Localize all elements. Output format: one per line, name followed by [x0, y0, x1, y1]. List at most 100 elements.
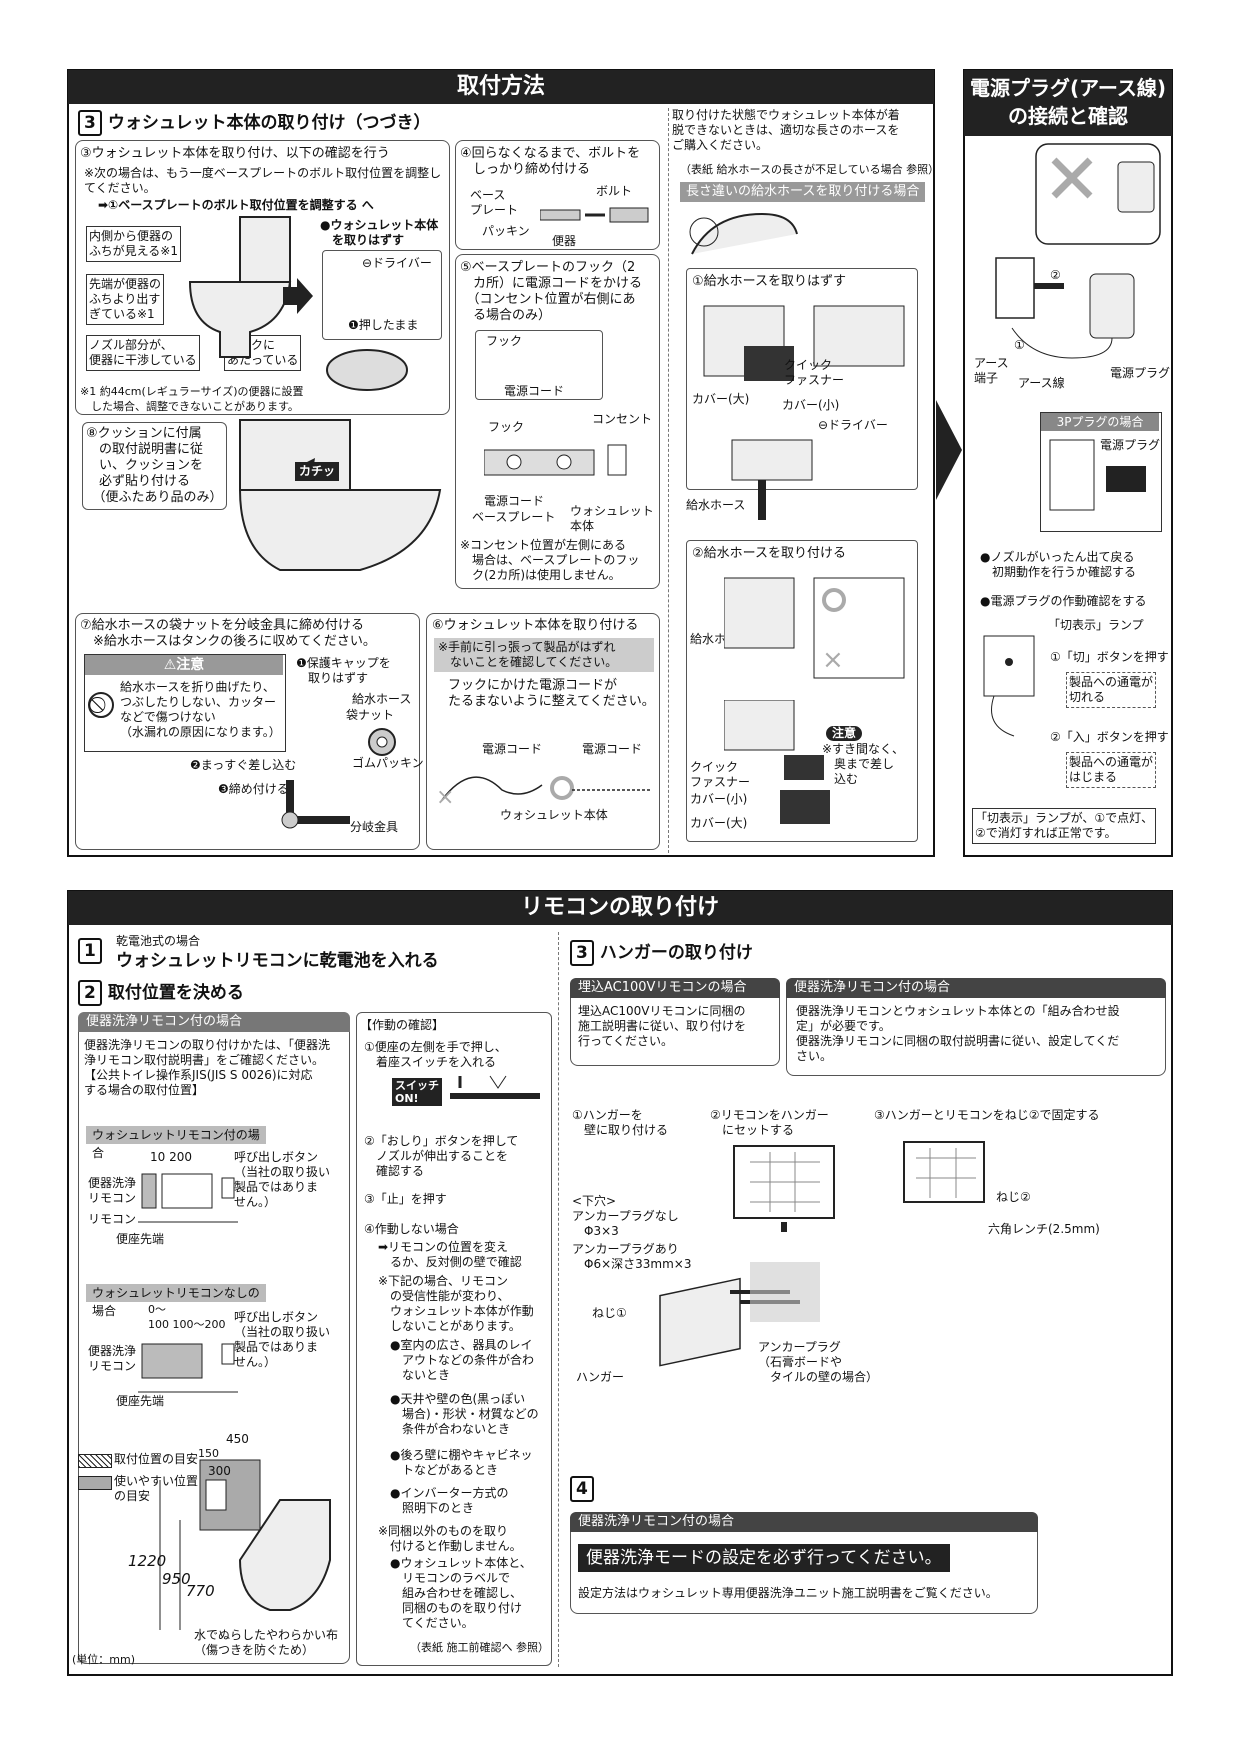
push-label: ❶押したまま [348, 318, 419, 332]
bk-bar: 便器洗浄リモコン付の場合 [786, 978, 1166, 998]
remote-label: リモコン [88, 1212, 137, 1226]
remote-step1: 1 [78, 938, 108, 964]
op-bullet-3: ●後ろ壁に棚やキャビネッ トなどがあるとき [390, 1448, 533, 1477]
fastener-illustration [703, 305, 905, 381]
right-intro: 取り付けた状態でウォシュレット本体が着 脱できないときは、適切な長さのホースを … [672, 108, 900, 152]
check-1: 内側から便器の ふちが見える※1 [86, 226, 181, 262]
legend-gray [78, 1476, 112, 1490]
attach-illustration: × [724, 577, 905, 679]
chevron-right-icon [936, 400, 962, 500]
cover-small-label: カバー(小) [782, 398, 840, 412]
step3-box [75, 140, 450, 415]
check-2: 先端が便器の ふちより出す ぎている※1 [86, 274, 165, 325]
plug3p-box [1040, 412, 1162, 532]
op-note-2: ※同梱以外のものを取り 付けると作動しません。 [378, 1524, 522, 1553]
plug-operation-illustration [983, 635, 1035, 737]
base-label: ベース プレート [470, 188, 519, 217]
base-label-2: ベースプレート [472, 510, 556, 524]
fitting-illustration [281, 780, 350, 829]
cover-large-label: カバー(大) [692, 392, 750, 406]
remove-hose-text: ①給水ホースを取りはずす [692, 274, 847, 289]
step3-note: ※次の場合は、もう一度ベースプレートのボルト取付位置を調整してください。 [84, 166, 442, 195]
remote-step4: 4 [570, 1476, 600, 1502]
toilet-illustration-2 [238, 419, 442, 571]
attach-illustration-2 [724, 700, 824, 780]
dims-2: 0～ 100 100～200 [148, 1303, 226, 1331]
cover-large-label-2: カバー(大) [690, 816, 748, 830]
toilet-height-illustration [159, 1459, 331, 1630]
right-ref: （表紙 給水ホースの長さが不足している場合 参照） [680, 163, 940, 176]
hanger-step-2: ②リモコンをハンガー にセットする [710, 1108, 829, 1137]
op-ref: （表紙 施工前確認へ 参照） [410, 1641, 549, 1654]
step6-body: フックにかけた電源コードが たるまないように整えてください。 [448, 678, 655, 709]
step4-text: ④回らなくなるまで、ボルトを しっかり締め付ける [460, 146, 641, 177]
driver-label: ⊖ドライバー [362, 256, 432, 270]
hook-detail [475, 330, 603, 400]
switch-badge: スイッチ ON! [392, 1078, 442, 1106]
baseplate-illustration [484, 444, 627, 476]
driver-box [322, 250, 442, 340]
plug-label: 電源プラグ [1110, 366, 1171, 380]
cord-label: 電源コード [504, 384, 565, 398]
tighten-label: ❸締め付ける [218, 782, 289, 796]
plug-illustration [1035, 143, 1161, 245]
neji1-label: ねじ① [592, 1306, 627, 1320]
op-1: ①便座の左側を手で押し、 着座スイッチを入れる [364, 1040, 507, 1069]
no-icon: ⃠ [88, 692, 114, 718]
op-3: ③「止」を押す [364, 1192, 447, 1206]
cord-label-2: 電源コード [484, 494, 545, 508]
remote-step1-text: ウォシュレットリモコンに乾電池を入れる [116, 951, 439, 971]
cover-illustration [780, 790, 830, 824]
footnote-1: ※1 約44cm(レギュラーサイズ)の便器に設置 した場合、調整できないことがあ… [80, 385, 304, 413]
step6-text: ⑥ウォシュレット本体を取り付ける [432, 618, 639, 633]
switch-illustration [450, 1075, 540, 1099]
legend-1: 取付位置の目安 [114, 1452, 199, 1466]
hose-label: 給水ホース [352, 692, 412, 706]
remote-set-illustration [733, 1145, 835, 1232]
check-3: ノズル部分が、 便器に干渉している [86, 335, 200, 371]
plug-label-2: 電源プラグ [1100, 438, 1161, 452]
step7-box [75, 613, 420, 850]
gum-illustration [368, 728, 396, 756]
power-title: 電源プラグ(アース線) の接続と確認 [964, 70, 1172, 136]
step5-box [455, 254, 660, 589]
check-nozzle: ●ノズルがいったん出て戻る 初期動作を行うか確認する [980, 550, 1137, 579]
bolt-illustration [540, 207, 649, 223]
toilet-illustration-3 [689, 212, 798, 255]
gum-label: ゴムパッキン [352, 756, 424, 770]
shita-label: <下穴> アンカープラグなし Φ3×3 [572, 1194, 679, 1238]
hose-illustration [731, 439, 813, 520]
shita2-label: アンカープラグあり Φ6×深さ33mm×3 [572, 1242, 692, 1271]
remove-body: ●ウォシュレット本体 を取りはずす [320, 218, 439, 247]
lamp-label: 「切表示」ランプ [1048, 618, 1144, 632]
kachi-label: カチッ [295, 462, 340, 481]
dim-770: 770 [186, 1582, 215, 1600]
op-4: ④作動しない場合 [364, 1222, 459, 1236]
anchor-label: アンカープラグ （石膏ボードや タイルの壁の場合） [758, 1340, 879, 1384]
dim-150: 150 [198, 1447, 219, 1460]
seat-illustration [326, 349, 408, 391]
quick-label-2: クイック ファスナー [690, 760, 751, 789]
cord-label-4: 電源コード [582, 742, 643, 756]
step4-box [455, 140, 660, 250]
s2-text: 便器洗浄リモコンの取り付けかたは、「便器洗 浄リモコン取付説明書」をご確認くださ… [84, 1038, 331, 1097]
step6-note: ※手前に引っ張って製品がはずれ ないことを確認してください。 [434, 638, 654, 672]
step5-text: ⑤ベースプレートのフック（2 カ所）に電源コードをかける （コンセント位置が右側… [460, 260, 643, 323]
final-note: 「切表示」ランプが、①で点灯、 ②で消灯すれば正常です。 [972, 808, 1157, 844]
dim-950: 950 [162, 1570, 191, 1588]
check-plug: ●電源プラグの作動確認をする [980, 594, 1147, 608]
plug3p-header: 3Pプラグの場合 [1041, 413, 1159, 431]
cap-label: ❶保護キャップを 取りはずす [296, 656, 391, 685]
op-bullet-4: ●インバーター方式の 照明下のとき [390, 1486, 509, 1515]
op-note: ※下記の場合、リモコン の受信性能が変わり、 ウォシュレット本体が作動 しないこ… [378, 1274, 534, 1333]
wrench-label: 六角レンチ(2.5mm) [988, 1222, 1100, 1236]
neji2-label: ねじ② [996, 1190, 1031, 1204]
attach-hose-box [686, 540, 918, 842]
washlet-body-label: ウォシュレット 本体 [570, 504, 654, 533]
step6-box [426, 613, 660, 850]
attach-hose-text: ②給水ホースを取り付ける [692, 546, 847, 561]
install-title: 取付方法 [68, 70, 934, 104]
op-bullet-2: ●天井や壁の色(黒っぽい 場合)・形状・材質などの 条件が合わないとき [390, 1392, 539, 1436]
call-button-label: 呼び出しボタン （当社の取り扱い 製品ではありま せん。） [234, 1150, 331, 1209]
